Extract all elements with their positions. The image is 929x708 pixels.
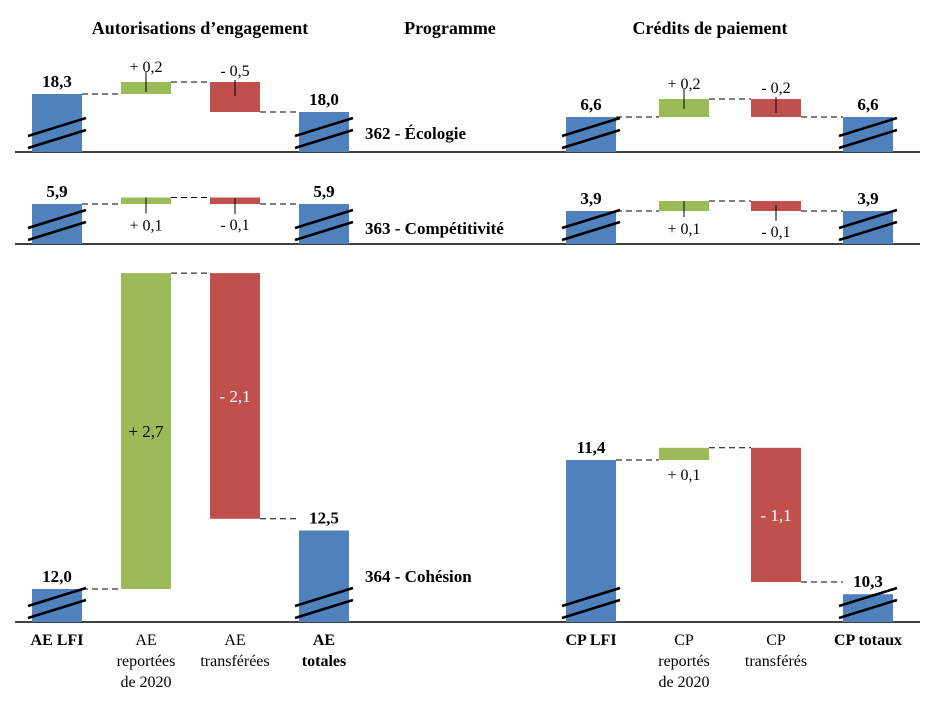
ae-transferes-label: - 2,1 bbox=[219, 387, 250, 406]
ae-total-label: 5,9 bbox=[313, 182, 334, 201]
header-ae: Autorisations d’engagement bbox=[92, 18, 309, 38]
cp-start-break-1 bbox=[561, 208, 621, 230]
cp-total-break-2 bbox=[838, 598, 898, 620]
cp-category-label: CP totaux bbox=[834, 632, 902, 649]
ae-start-label: 12,0 bbox=[42, 567, 72, 586]
cp-category-label: reportés bbox=[658, 653, 710, 670]
ae-total-break-2 bbox=[294, 598, 354, 620]
ae-category-label: totales bbox=[302, 653, 346, 670]
cp-total-break-2 bbox=[838, 220, 898, 242]
ae-start-break-1 bbox=[27, 586, 87, 608]
ae-start-break-1 bbox=[27, 208, 87, 230]
cp-start-bar bbox=[566, 460, 616, 622]
cp-start-break-2 bbox=[561, 128, 621, 150]
cp-total-break-2 bbox=[838, 128, 898, 150]
ae-total-label: 12,5 bbox=[309, 509, 339, 528]
ae-total-bar bbox=[299, 530, 349, 622]
ae-category-label: AE LFI bbox=[31, 632, 84, 649]
cp-total-bar bbox=[843, 211, 893, 244]
cp-start-break-2 bbox=[561, 220, 621, 242]
ae-total-break-2 bbox=[294, 128, 354, 150]
cp-reportes-label: + 0,1 bbox=[667, 221, 700, 238]
cp-total-break-1 bbox=[838, 208, 898, 230]
ae-start-break-2 bbox=[27, 598, 87, 620]
cp-start-break-2 bbox=[561, 598, 621, 620]
cp-transferes-label: - 1,1 bbox=[760, 506, 791, 525]
cp-start-label: 6,6 bbox=[580, 95, 601, 114]
ae-total-break-2 bbox=[294, 220, 354, 242]
ae-category-label: AE bbox=[313, 632, 335, 649]
cp-reportes-label: + 0,1 bbox=[667, 467, 700, 484]
cp-category-label: de 2020 bbox=[658, 674, 709, 691]
ae-transferes-bar bbox=[210, 273, 260, 519]
ae-category-label: AE bbox=[135, 632, 156, 649]
cp-reportes-label: + 0,2 bbox=[667, 76, 700, 93]
cp-start-label: 3,9 bbox=[580, 189, 601, 208]
ae-total-break-1 bbox=[294, 208, 354, 230]
ae-reportes-bar bbox=[121, 273, 171, 589]
cp-total-label: 3,9 bbox=[857, 189, 878, 208]
header-programme: Programme bbox=[404, 18, 496, 38]
cp-start-break-1 bbox=[561, 586, 621, 608]
cp-transferes-label: - 0,2 bbox=[761, 80, 790, 97]
cp-start-break-1 bbox=[561, 116, 621, 138]
ae-category-label: AE bbox=[224, 632, 245, 649]
ae-reportes-label: + 2,7 bbox=[128, 422, 164, 441]
cp-total-label: 6,6 bbox=[857, 95, 878, 114]
cp-total-label: 10,3 bbox=[853, 572, 883, 591]
cp-total-break-1 bbox=[838, 586, 898, 608]
programme-label: 364 - Cohésion bbox=[365, 567, 472, 586]
cp-total-break-1 bbox=[838, 116, 898, 138]
cp-category-label: CP LFI bbox=[565, 632, 616, 649]
ae-start-break-1 bbox=[27, 116, 87, 138]
ae-transferes-label: - 0,1 bbox=[220, 217, 249, 234]
cp-category-label: CP bbox=[766, 632, 786, 649]
ae-category-label: transférées bbox=[200, 653, 269, 670]
header-cp: Crédits de paiement bbox=[633, 18, 788, 38]
programme-label: 362 - Écologie bbox=[365, 124, 466, 143]
cp-transferes-bar bbox=[751, 447, 801, 582]
ae-start-break-2 bbox=[27, 128, 87, 150]
ae-start-break-2 bbox=[27, 220, 87, 242]
cp-category-label: transférés bbox=[745, 653, 807, 670]
ae-reportes-label: + 0,1 bbox=[129, 218, 162, 235]
cp-category-label: CP bbox=[674, 632, 694, 649]
programme-label: 363 - Compétitivité bbox=[365, 219, 504, 238]
ae-category-label: de 2020 bbox=[120, 674, 171, 691]
ae-reportes-label: + 0,2 bbox=[129, 59, 162, 76]
ae-category-label: reportées bbox=[117, 653, 176, 670]
ae-start-label: 5,9 bbox=[46, 182, 67, 201]
cp-transferes-label: - 0,1 bbox=[761, 224, 790, 241]
cp-reportes-bar bbox=[659, 447, 709, 460]
ae-total-break-1 bbox=[294, 586, 354, 608]
cp-start-bar bbox=[566, 211, 616, 244]
ae-total-label: 18,0 bbox=[309, 90, 339, 109]
ae-start-bar bbox=[32, 589, 82, 622]
ae-transferes-label: - 0,5 bbox=[220, 63, 249, 80]
ae-total-break-1 bbox=[294, 116, 354, 138]
cp-start-label: 11,4 bbox=[577, 438, 606, 457]
ae-start-label: 18,3 bbox=[42, 72, 72, 91]
